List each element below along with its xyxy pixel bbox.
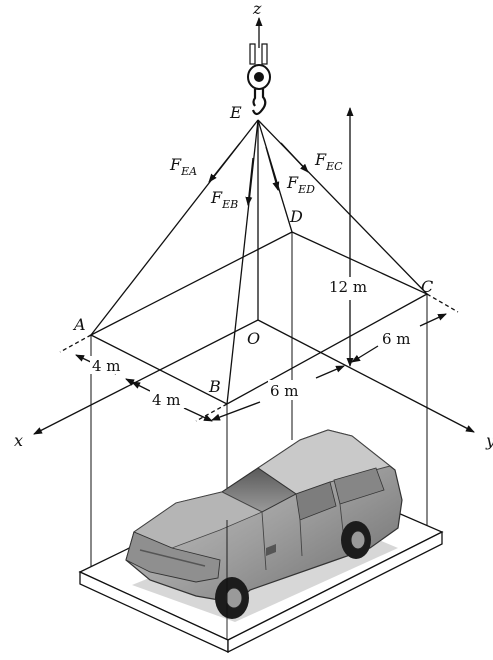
crane-hook: [247, 43, 271, 116]
z-axis: z: [252, 0, 263, 48]
x-axis: [33, 319, 259, 435]
y-axis-label: y: [485, 431, 493, 450]
x-axis-label: x: [14, 431, 23, 450]
point-c-label: C: [421, 277, 433, 296]
bc-dimension: 6 m 6 m: [211, 313, 447, 421]
cable-ed: [257, 119, 293, 233]
z-axis-label: z: [252, 0, 262, 18]
a-half-dimension-label: 4 m: [92, 357, 121, 375]
force-ea-label: FEA: [169, 155, 197, 178]
c-six-dimension-label: 6 m: [382, 330, 411, 348]
coordinate-axes: [33, 319, 475, 435]
point-d-label: D: [289, 207, 303, 226]
ab-dimension: 4 m 4 m: [75, 354, 213, 422]
force-arrow-ea: [208, 142, 241, 183]
cable-eb: [226, 119, 259, 405]
point-a-label: A: [72, 315, 86, 334]
force-ec-label: FEC: [314, 150, 343, 173]
lifting-frame-top: [89, 231, 429, 405]
minivan-image: [125, 429, 403, 622]
point-b-label: B: [208, 377, 221, 396]
force-eb-label: FEB: [210, 188, 238, 211]
b-half-dimension-label: 4 m: [152, 391, 181, 409]
force-arrow-ed: [265, 146, 280, 191]
point-o-label: O: [247, 329, 260, 348]
b-six-dimension-label: 6 m: [270, 382, 299, 400]
y-axis: [257, 319, 475, 433]
force-ed-label: FED: [286, 173, 315, 196]
point-e-label: E: [229, 103, 242, 122]
force-arrow-ec: [280, 142, 309, 173]
force-arrow-eb: [245, 157, 254, 206]
height-dimension: 12 m: [326, 107, 376, 367]
height-dimension-label: 12 m: [329, 278, 367, 296]
lifting-cables: [90, 119, 428, 405]
dimension-extension-lines: [59, 293, 459, 422]
